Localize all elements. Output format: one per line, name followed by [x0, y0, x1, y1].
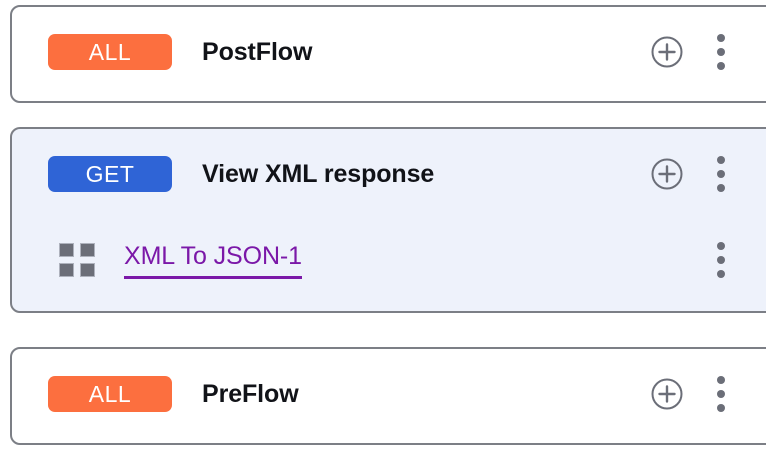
- kebab-menu-icon[interactable]: [712, 34, 730, 70]
- method-badge-all: ALL: [48, 34, 172, 70]
- flow-title: View XML response: [202, 159, 435, 188]
- flow-title: PostFlow: [202, 37, 313, 66]
- policy-link-xml-to-json-1[interactable]: XML To JSON-1: [124, 242, 302, 279]
- kebab-dot: [717, 170, 725, 178]
- flow-card-view-xml-response[interactable]: GET View XML response: [10, 127, 766, 313]
- kebab-dot: [717, 34, 725, 42]
- grid-square: [59, 243, 74, 257]
- kebab-dot: [717, 256, 725, 264]
- kebab-dot: [717, 48, 725, 56]
- grid-square: [80, 263, 95, 277]
- plus-circle-icon[interactable]: [650, 35, 684, 69]
- flow-card-preflow[interactable]: ALL PreFlow: [10, 347, 766, 445]
- kebab-menu-icon[interactable]: [712, 156, 730, 192]
- method-badge-all: ALL: [48, 376, 172, 412]
- flow-title: PreFlow: [202, 379, 299, 408]
- plus-circle-icon[interactable]: [650, 157, 684, 191]
- plus-circle-icon[interactable]: [650, 377, 684, 411]
- method-badge-get: GET: [48, 156, 172, 192]
- flow-row-view-xml-response[interactable]: GET View XML response: [12, 143, 766, 205]
- kebab-dot: [717, 404, 725, 412]
- kebab-menu-icon[interactable]: [712, 376, 730, 412]
- kebab-dot: [717, 376, 725, 384]
- grid-square: [80, 243, 95, 257]
- kebab-dot: [717, 62, 725, 70]
- kebab-dot: [717, 242, 725, 250]
- kebab-menu-icon[interactable]: [712, 242, 730, 278]
- flow-child-row-xml-to-json-1[interactable]: XML To JSON-1: [12, 229, 766, 291]
- kebab-dot: [717, 184, 725, 192]
- kebab-dot: [717, 156, 725, 164]
- grid-square: [59, 263, 74, 277]
- flow-row-postflow[interactable]: ALL PostFlow: [12, 21, 766, 83]
- flow-card-postflow[interactable]: ALL PostFlow: [10, 5, 766, 103]
- flow-row-preflow[interactable]: ALL PreFlow: [12, 363, 766, 425]
- kebab-dot: [717, 270, 725, 278]
- grid-policy-icon: [59, 243, 95, 277]
- kebab-dot: [717, 390, 725, 398]
